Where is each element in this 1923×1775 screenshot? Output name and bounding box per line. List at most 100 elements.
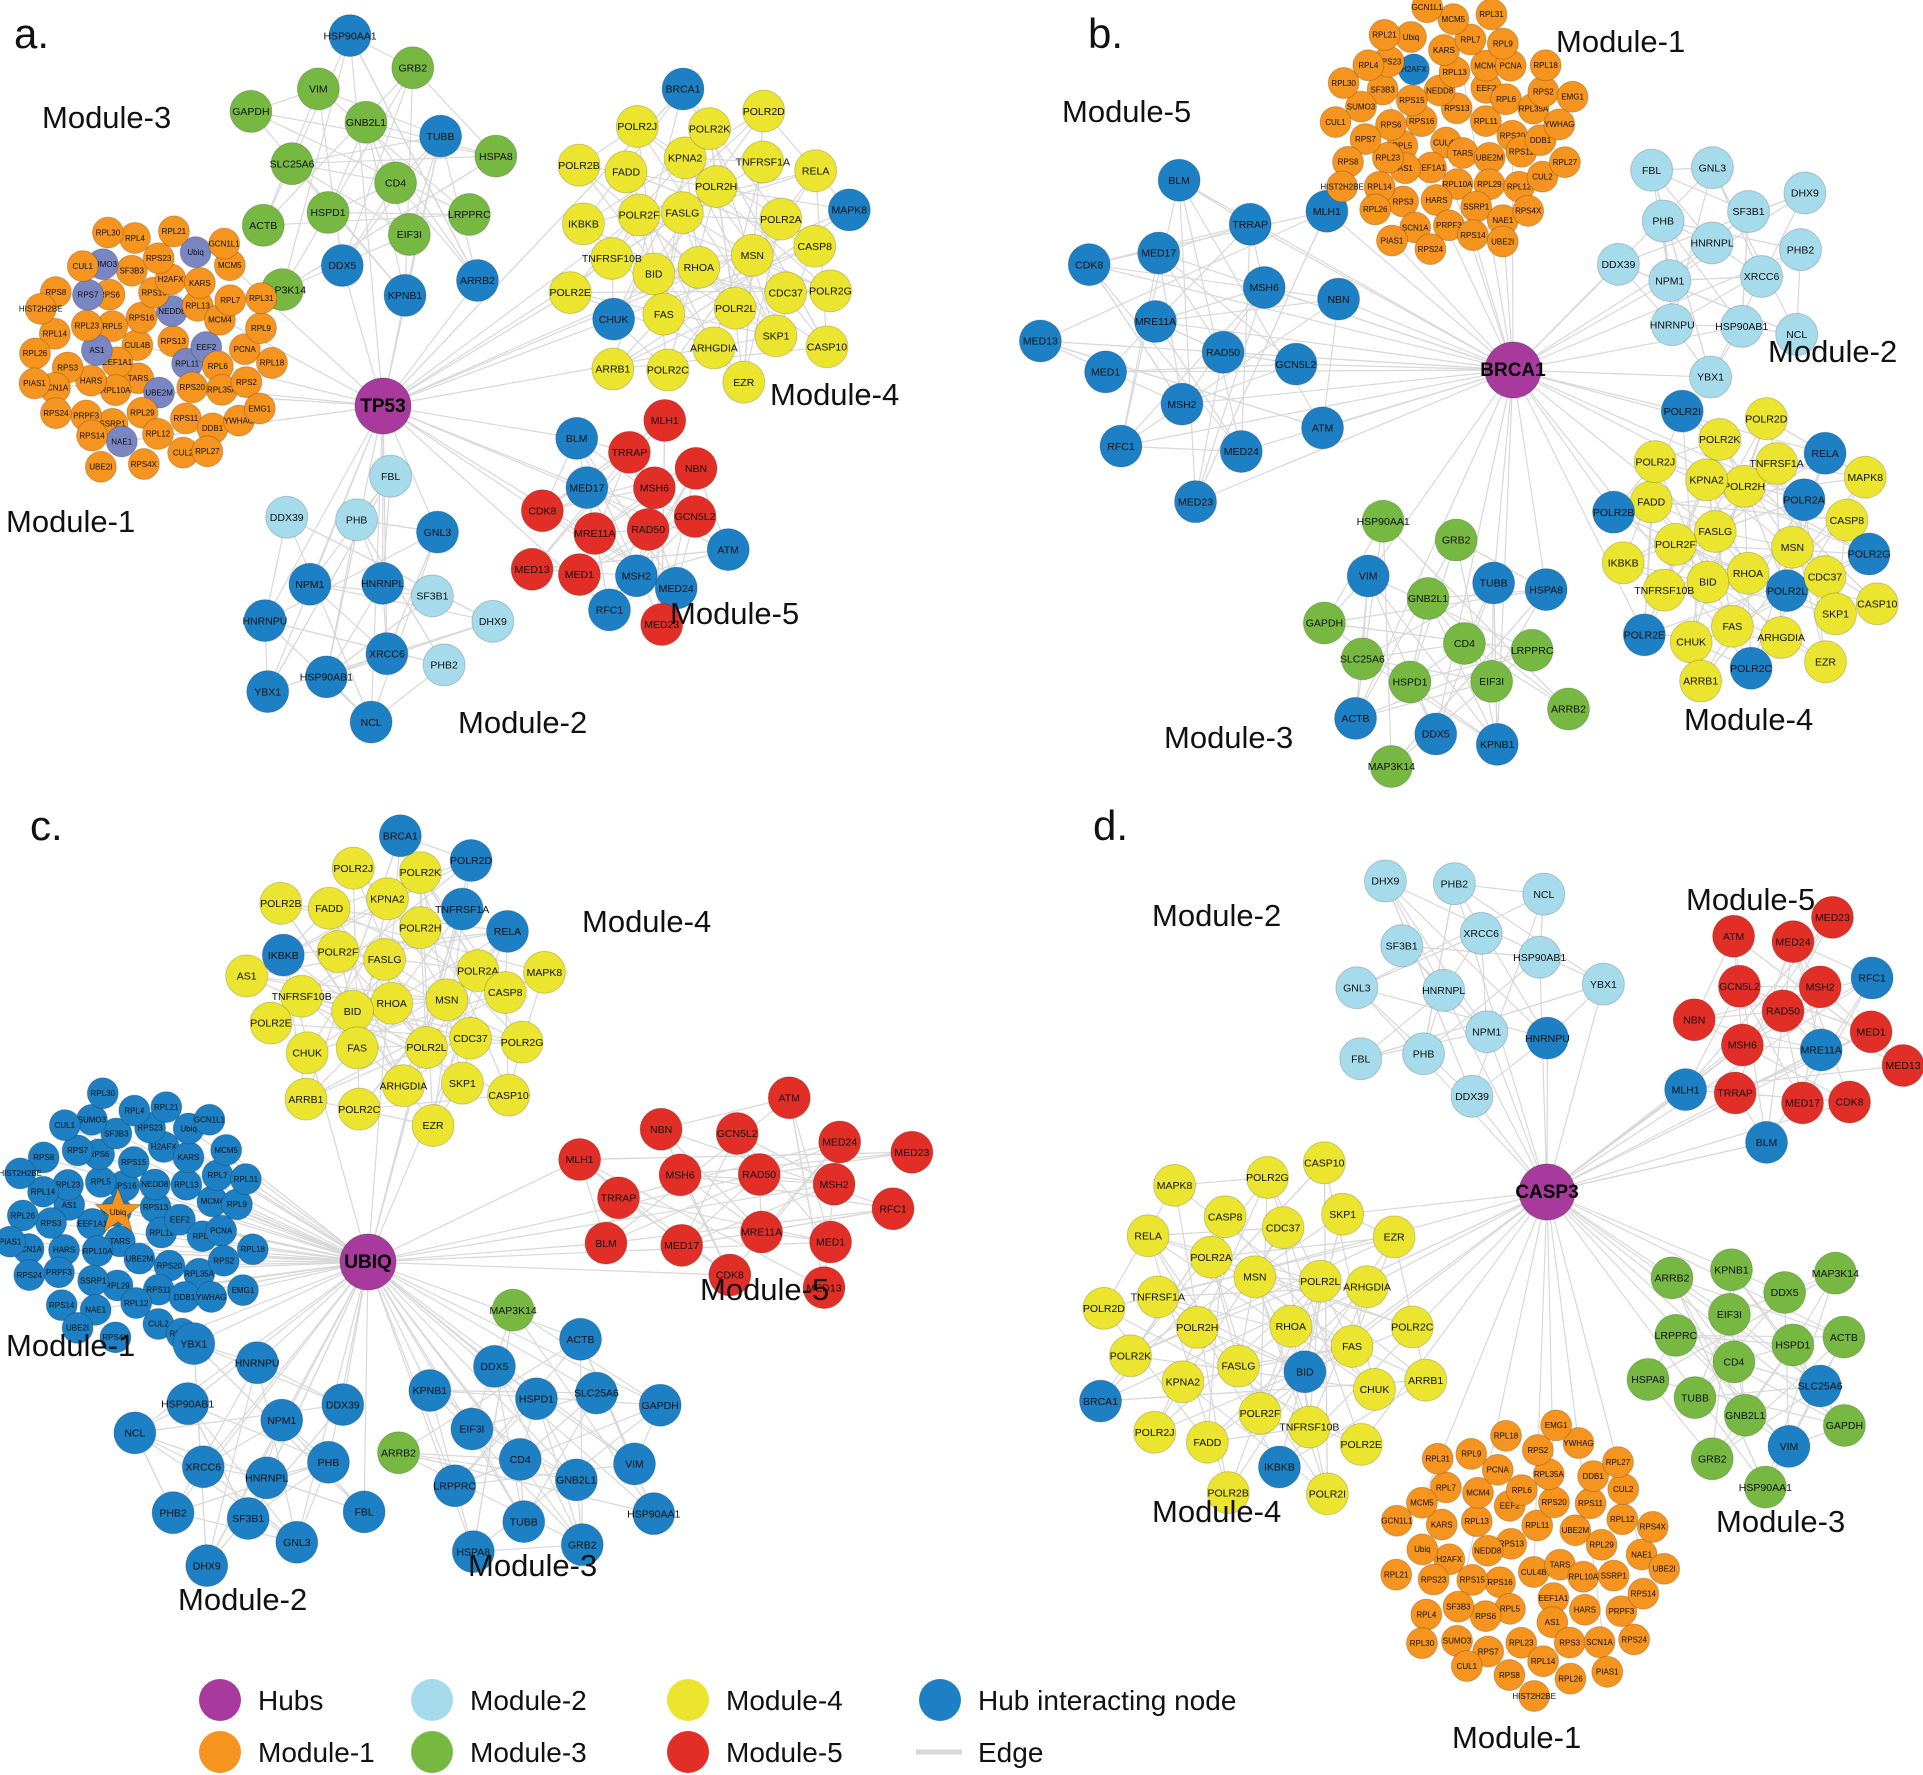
node-label: CASP10	[807, 342, 847, 354]
node-label: TRRAP	[1232, 219, 1268, 231]
edge	[1194, 352, 1224, 502]
node-RPL18	[236, 1233, 269, 1266]
node-label: RPS14	[79, 431, 105, 440]
node-label: RPS16	[129, 313, 155, 322]
node-label: TUBB	[510, 1516, 538, 1528]
node-FAS	[335, 1026, 379, 1070]
node-label: DDB1	[1582, 1472, 1604, 1481]
node-label: KARS	[189, 279, 211, 288]
node-label: RPS16	[1487, 1578, 1513, 1587]
node-label: RPL35A	[1534, 1470, 1564, 1479]
node-label: CDK8	[716, 1270, 744, 1282]
node-label: RPS16	[1409, 117, 1435, 126]
node-POLR2J	[615, 104, 659, 148]
node-TNFRSF1A	[440, 887, 484, 931]
node-label: RPL12	[1507, 183, 1532, 192]
node-label: IKBKB	[568, 219, 599, 231]
node-label: TNFRSF1A	[1749, 458, 1803, 470]
node-label: RPL26	[1363, 205, 1388, 214]
node-label: ARHGDIA	[1757, 632, 1805, 644]
nodes-layer: b.RAD50MRE11AMSH6MSH2MED17GCN5L2MED1TRRA…	[1018, 0, 1899, 788]
edge	[370, 531, 439, 723]
node-label: RPL4	[1416, 1610, 1437, 1619]
node-label: CUL1	[1325, 118, 1346, 127]
node-GNB2L1	[1723, 1393, 1767, 1437]
node-label: POLR2L	[715, 303, 755, 315]
hub-edge	[1435, 369, 1514, 735]
edge	[1120, 252, 1160, 447]
node-label: ACTB	[566, 1334, 594, 1346]
node-RPL21	[150, 1091, 183, 1124]
node-RPS15	[1456, 1563, 1489, 1596]
node-POLR2B	[557, 143, 601, 187]
node-label: CDC37	[768, 287, 803, 299]
node-POLR2G	[500, 1020, 544, 1064]
node-TNFRSF10B	[1287, 1405, 1331, 1449]
hub-edge	[181, 1261, 369, 1335]
node-label: RPL27	[195, 447, 220, 456]
node-HSPA8	[1524, 568, 1568, 612]
node-GCN1L1	[193, 1103, 226, 1136]
node-label: CASP10	[1304, 1157, 1344, 1169]
node-CASP8	[483, 971, 527, 1015]
edge	[1356, 893, 1545, 989]
node-label: RPS24	[1621, 1635, 1647, 1644]
node-label: SUMO3	[1443, 1637, 1472, 1646]
node-label: RPL31	[234, 1175, 259, 1184]
node-label: TNFRSF10B	[1634, 585, 1694, 597]
node-label: DHX9	[1791, 188, 1819, 200]
node-label: RPL4	[124, 1106, 145, 1115]
node-label: EEF2	[196, 343, 217, 352]
node-label: MED1	[565, 569, 594, 581]
node-label: LRPPRC	[1511, 645, 1554, 657]
edge	[1105, 223, 1251, 373]
hub-edge	[1295, 363, 1514, 371]
node-PIAS1	[1591, 1655, 1624, 1688]
node-PIAS1	[18, 367, 51, 400]
node-NCL	[1775, 312, 1819, 356]
node-POLR2J	[331, 846, 375, 890]
node-POLR2C	[1390, 1305, 1434, 1349]
node-RPL31	[1475, 0, 1508, 31]
node-label: GNL3	[1343, 982, 1371, 994]
node-TUBB	[419, 114, 463, 158]
node-label: RPL13	[174, 1181, 199, 1190]
node-RPL12	[141, 417, 174, 450]
legend-swatch-module1	[199, 1731, 241, 1773]
hub-label: UBIQ	[344, 1252, 392, 1273]
edge	[663, 218, 782, 315]
node-ATM	[1301, 406, 1345, 450]
node-GAPDH	[229, 89, 273, 133]
edge	[356, 908, 463, 1049]
node-label: POLR2F	[619, 210, 660, 222]
node-SKP1	[440, 1061, 484, 1105]
node-label: FASLG	[1222, 1361, 1256, 1373]
hub-edge	[1356, 987, 1548, 1193]
node-label: AS1	[89, 346, 105, 355]
node-label: RPL5	[1392, 141, 1413, 150]
node-label: CDK8	[528, 505, 556, 517]
node-label: RPS24	[1418, 245, 1444, 254]
node-label: HNRNPL	[361, 578, 404, 590]
ubiq-star-icon	[93, 1186, 143, 1233]
node-label: NBN	[650, 1124, 672, 1136]
edge	[1675, 1334, 1844, 1338]
nodes-layer: a.CD4HSPD1GNB2L1EIF3ISLC25A6TUBBDDX5VIML…	[6, 10, 899, 744]
node-CASP10	[1855, 582, 1899, 626]
hub-edge	[367, 1261, 597, 1394]
node-label: EIF3I	[459, 1424, 484, 1436]
edge	[1182, 1227, 1284, 1383]
node-label: MAPK8	[1847, 472, 1883, 484]
node-MAP3K14	[1369, 744, 1413, 788]
node-XRCC6	[181, 1445, 225, 1489]
node-label: MAP3K14	[1368, 761, 1415, 773]
edge	[454, 1404, 661, 1487]
edge	[579, 1339, 583, 1545]
node-label: SLC25A6	[1340, 654, 1385, 666]
hub-label: TP53	[360, 396, 405, 417]
legend-label: Module-5	[726, 1737, 843, 1768]
node-HNRNPU	[1525, 1016, 1569, 1060]
node-RPS6	[1375, 108, 1408, 141]
node-label: RPL9	[1461, 1450, 1482, 1459]
node-label: MSH2	[820, 1179, 849, 1191]
